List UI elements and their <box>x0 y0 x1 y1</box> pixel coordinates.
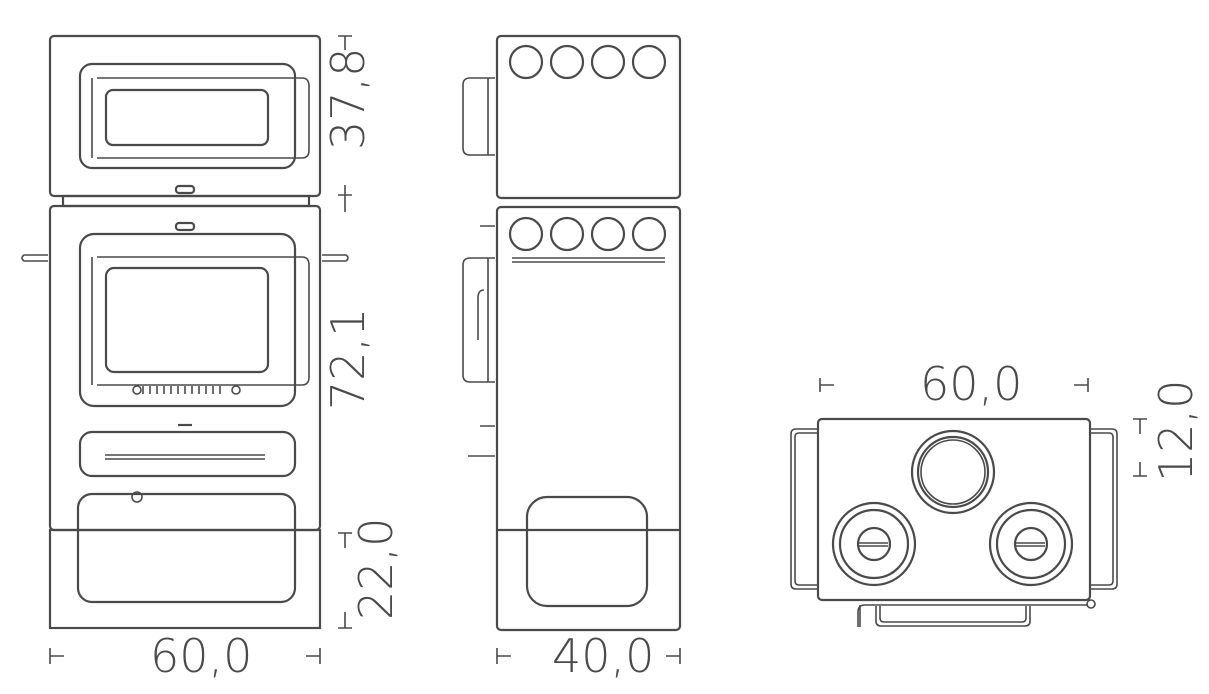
dim-bottom-height: 72,1 <box>321 308 375 410</box>
top-unit-body <box>48 34 322 198</box>
drawer <box>78 430 297 478</box>
stove-body <box>48 204 322 532</box>
dim-ticks-top <box>338 35 352 212</box>
top-burners <box>508 44 667 80</box>
front-view: 37,8 72,1 22,0 60,0 <box>21 34 403 683</box>
top-view-body <box>816 417 1092 602</box>
dim-top-height: 37,8 <box>321 48 375 150</box>
stand-plate <box>61 194 311 208</box>
top-unit-handle <box>91 77 310 159</box>
side-view: 40,0 <box>462 34 682 683</box>
side-top-handle <box>462 77 495 156</box>
right-burner <box>988 501 1074 587</box>
fire-window <box>104 266 270 374</box>
dim-ticks-depth <box>496 648 681 664</box>
stove-latch <box>174 221 196 232</box>
rail <box>512 257 665 263</box>
air-vents <box>132 385 241 395</box>
ash-box-knob <box>131 491 143 503</box>
dim-ticks-width <box>49 648 321 664</box>
fire-door-handle <box>91 256 310 386</box>
right-side-handle <box>1090 428 1118 590</box>
top-unit-latch <box>174 184 196 195</box>
top-view: 60,0 12,0 <box>790 357 1203 627</box>
dim-ticks-handle <box>1133 418 1147 477</box>
ash-box <box>76 492 297 604</box>
side-stove-body <box>495 205 682 632</box>
dim-top-width: 60,0 <box>920 357 1022 411</box>
center-plate <box>910 429 996 515</box>
left-side-handle <box>790 428 818 590</box>
dim-ticks-base <box>338 532 352 629</box>
side-door-handle <box>462 257 495 383</box>
side-bars <box>21 254 349 262</box>
rail-end <box>1086 599 1096 609</box>
left-burner <box>831 501 917 587</box>
front-rail <box>857 604 1088 627</box>
top-unit-window <box>104 88 270 147</box>
dim-base-height: 22,0 <box>349 518 403 620</box>
dim-front-width: 60,0 <box>150 629 252 683</box>
dim-handle-depth: 12,0 <box>1149 380 1203 482</box>
side-ash-door <box>525 495 649 608</box>
dim-side-depth: 40,0 <box>552 629 654 683</box>
side-top-unit <box>495 34 682 200</box>
side-fittings <box>468 225 495 457</box>
dim-ticks-top-width <box>819 378 1089 392</box>
stove-burners <box>508 216 667 252</box>
fire-door <box>78 232 297 408</box>
drawer-handle <box>105 454 265 460</box>
top-unit-door <box>78 62 297 170</box>
base <box>48 528 322 630</box>
